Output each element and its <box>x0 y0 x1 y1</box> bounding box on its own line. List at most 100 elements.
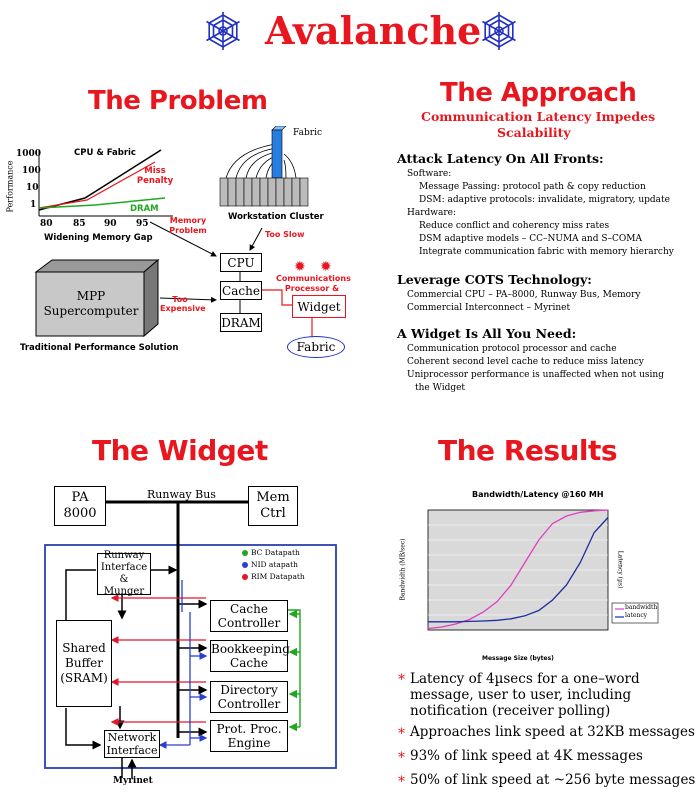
bandwidth-latency-chart <box>427 509 659 631</box>
bookkeeping-cache-text: Bookkeeping Cache <box>211 642 290 670</box>
series-line-latency <box>428 517 609 623</box>
bullet-4-icon: * <box>398 774 405 790</box>
shared-buffer-box: Shared Buffer (SRAM) <box>56 620 112 707</box>
cots-heading: Leverage COTS Technology: <box>397 272 592 287</box>
directory-controller-text: Directory Controller <box>217 683 281 711</box>
memory-problem-label: Memory Problem <box>168 216 208 236</box>
traditional-label: Traditional Performance Solution <box>20 343 179 353</box>
myrinet-label: Myrinet <box>113 776 153 786</box>
attack-latency-heading: Attack Latency On All Fronts: <box>397 151 604 166</box>
widget-box: Widget <box>292 295 346 318</box>
mpp-label: MPP Supercomputer <box>38 289 144 319</box>
snowflake-right-icon <box>482 12 516 50</box>
bullet-3-icon: * <box>398 750 405 766</box>
legend-latency: latency <box>625 612 648 619</box>
hardware-label: Hardware: <box>407 208 457 218</box>
results-chart-title: Bandwidth/Latency @160 MH <box>472 490 604 499</box>
gridlines <box>428 524 608 616</box>
fabric-ellipse: Fabric <box>287 336 345 358</box>
runway-bus-label: Runway Bus <box>147 488 216 501</box>
results-ylabel-right: Latency (µs) <box>616 550 624 589</box>
need-item-2: Coherent second level cache to reduce mi… <box>407 357 644 367</box>
cache-controller-box: Cache Controller <box>210 600 288 632</box>
legend-bandwidth: bandwidth <box>625 604 658 611</box>
dram-box: DRAM <box>220 313 262 332</box>
too-expensive-label: Too Expensive <box>160 295 206 313</box>
series-line-bandwidth <box>427 509 609 630</box>
mpp-text: MPP Supercomputer <box>43 289 139 318</box>
pa8000-text: PA 8000 <box>63 490 97 521</box>
bullet-1: Latency of 4µsecs for a one–word message… <box>410 671 640 719</box>
workstation-cluster-graphic <box>219 126 309 207</box>
cpu-fabric-label: CPU & Fabric <box>74 148 136 158</box>
too-slow-label: Too Slow <box>265 230 305 239</box>
burst-right-icon: ✹ <box>320 259 332 275</box>
runway-interface-text: Runway Interface & Munger <box>100 550 148 597</box>
results-heading: The Results <box>438 434 618 467</box>
dram-chart-label: DRAM <box>130 204 159 214</box>
approach-heading: The Approach <box>440 78 637 108</box>
network-interface-text: Network Interface <box>106 731 158 757</box>
problem-heading: The Problem <box>88 86 268 116</box>
mpp-box-graphic <box>34 258 160 338</box>
bullet-3: 93% of link speed at 4K messages <box>410 748 643 764</box>
hw-item-2: DSM adaptive models – CC–NUMA and S–COMA <box>419 234 642 244</box>
widget-heading: The Widget <box>92 434 268 467</box>
bullet-4: 50% of link speed at ~256 byte messages <box>410 772 696 788</box>
ytick-1: 1 <box>30 200 37 210</box>
legend-bc: BC Datapath <box>251 548 300 557</box>
xtick-95: 95 <box>136 219 149 229</box>
bullet-1-icon: * <box>398 672 405 688</box>
cots-item-2: Commercial Interconnect – Myrinet <box>407 303 571 313</box>
xtick-85: 85 <box>73 219 86 229</box>
chart-xlabel: Widening Memory Gap <box>44 233 153 243</box>
xtick-80: 80 <box>40 219 53 229</box>
memory-gap-chart <box>38 149 173 217</box>
need-item-3b: the Widget <box>415 383 466 393</box>
burst-left-icon: ✹ <box>294 259 306 275</box>
need-item-3: Uniprocessor performance is unaffected w… <box>407 370 664 380</box>
page-title: Avalanche <box>265 8 482 53</box>
miss-penalty-label: Miss Penalty <box>135 166 175 186</box>
memctrl-box: Mem Ctrl <box>248 486 298 526</box>
software-label: Software: <box>407 169 452 179</box>
need-item-1: Communication protocol processor and cac… <box>407 344 617 354</box>
cache-box: Cache <box>220 281 262 300</box>
problem-connectors <box>149 221 313 338</box>
legend-nid: NID atapath <box>251 560 298 569</box>
cache-controller-text: Cache Controller <box>217 602 281 630</box>
results-ylabel-left: Bandwidth (MB/sec) <box>399 538 407 601</box>
too-expensive-text: Too Expensive <box>160 295 206 313</box>
cpu-box: CPU <box>220 253 262 272</box>
bullet-2: Approaches link speed at 32KB messages <box>410 724 695 740</box>
pa8000-box: PA 8000 <box>54 486 106 526</box>
cots-item-1: Commercial CPU – PA–8000, Runway Bus, Me… <box>407 290 641 300</box>
sw-item-1: Message Passing: protocol path & copy re… <box>419 182 646 192</box>
memctrl-text: Mem Ctrl <box>256 490 290 521</box>
series-lines <box>427 509 609 630</box>
results-xlabel: Message Size (bytes) <box>482 655 554 662</box>
prot-proc-engine-text: Prot. Proc. Engine <box>216 722 282 750</box>
hw-item-1: Reduce conflict and coherency miss rates <box>419 221 610 231</box>
legend-rim: RIM Datapath <box>251 572 305 581</box>
xtick-90: 90 <box>104 219 117 229</box>
ytick-100: 100 <box>22 166 41 176</box>
directory-controller-box: Directory Controller <box>210 681 288 713</box>
workstation-cluster-label: Workstation Cluster <box>228 212 324 222</box>
miss-penalty-text: Miss Penalty <box>136 166 174 186</box>
approach-subtitle-1: Communication Latency Impedes <box>421 109 656 124</box>
bullet-2-icon: * <box>398 726 405 742</box>
shared-buffer-text: Shared Buffer (SRAM) <box>60 641 108 685</box>
fabric-tower-label: Fabric <box>293 128 322 138</box>
bookkeeping-cache-box: Bookkeeping Cache <box>210 640 290 672</box>
snowflake-left-icon <box>206 12 240 50</box>
approach-subtitle-2: Scalability <box>497 125 571 140</box>
network-interface-box: Network Interface <box>104 730 160 758</box>
memory-problem-text: Memory Problem <box>169 216 207 235</box>
legend-box <box>611 602 659 624</box>
widget-need-heading: A Widget Is All You Need: <box>397 326 577 341</box>
ytick-1000: 1000 <box>16 149 42 159</box>
sw-item-2: DSM: adaptive protocols: invalidate, mig… <box>419 195 670 205</box>
